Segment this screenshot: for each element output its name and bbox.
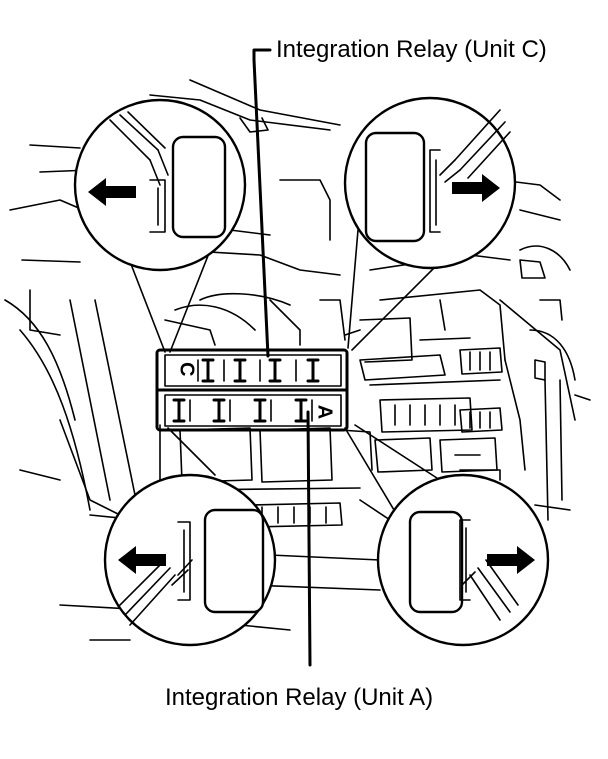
lower-left-connector-magnifier: [103, 424, 277, 647]
upper-right-connector-magnifier: [343, 96, 517, 351]
label-integration-relay-unit-a: Integration Relay (Unit A): [165, 684, 434, 711]
relay-unit-c: C: [176, 358, 320, 383]
leader-lines: [252, 48, 312, 667]
arrow-left-icon: [118, 546, 166, 574]
relay-unit-a: A: [172, 398, 336, 423]
integration-relay-block: C A: [155, 348, 349, 432]
lower-right-connector-magnifier: [344, 424, 550, 647]
arrow-left-icon: [88, 178, 136, 206]
relay-unit-a-terminals: [172, 398, 313, 423]
label-integration-relay-unit-c: Integration Relay (Unit C): [276, 36, 547, 63]
arrow-right-icon: [452, 174, 500, 202]
engine-bay-background: [4, 79, 591, 641]
relay-unit-a-mark: A: [314, 405, 336, 419]
arrow-right-icon: [487, 546, 535, 574]
relay-unit-c-mark: C: [176, 362, 198, 376]
leader-line-unit-c: [252, 48, 272, 358]
relay-unit-c-terminals: [197, 358, 320, 383]
leader-line-unit-a: [306, 410, 312, 667]
upper-left-connector-magnifier: [73, 98, 247, 353]
